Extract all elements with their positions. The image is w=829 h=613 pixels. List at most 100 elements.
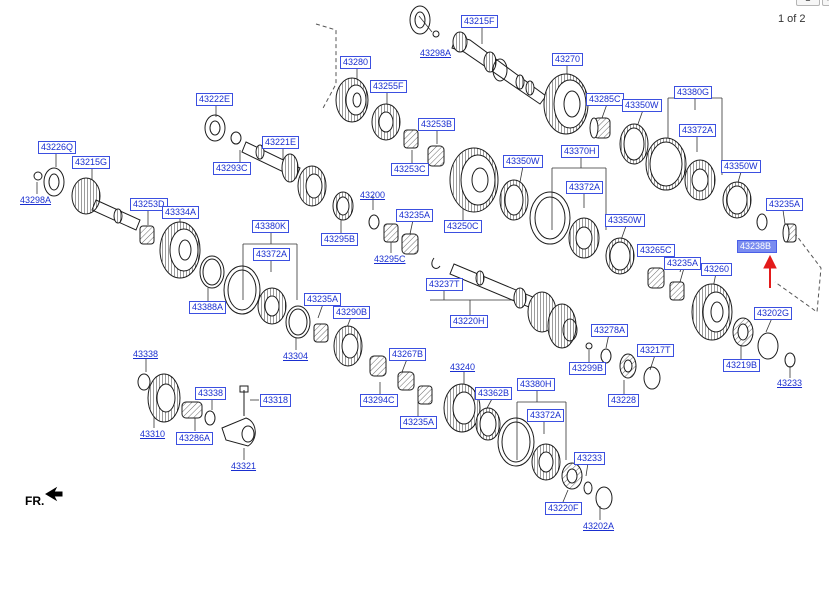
lever-43321 <box>221 417 256 447</box>
callout-43298A[interactable]: 43298A <box>420 48 452 58</box>
sleeve-43380K <box>223 265 311 339</box>
callout-43250C[interactable]: 43250C <box>444 220 482 233</box>
callout-43221E[interactable]: 43221E <box>262 136 300 149</box>
callout-43380H[interactable]: 43380H <box>517 378 555 391</box>
callout-43278A[interactable]: 43278A <box>591 324 629 337</box>
callout-43233[interactable]: 43233 <box>777 378 803 388</box>
callout-43253B[interactable]: 43253B <box>418 118 456 131</box>
callout-43350W[interactable]: 43350W <box>622 99 662 112</box>
shaft-43215G <box>33 167 155 245</box>
bolt-43318 <box>239 385 249 416</box>
gear-43290B <box>313 323 363 367</box>
gear-43260 <box>691 283 733 341</box>
callout-43334A[interactable]: 43334A <box>162 206 200 219</box>
callout-43222E[interactable]: 43222E <box>196 93 234 106</box>
page-indicator: 1 of 2 <box>778 13 806 25</box>
callout-43253D[interactable]: 43253D <box>130 198 168 211</box>
callout-43253C[interactable]: 43253C <box>391 163 429 176</box>
callout-43215F[interactable]: 43215F <box>461 15 498 28</box>
callout-43372A[interactable]: 43372A <box>253 248 291 261</box>
callout-43293C[interactable]: 43293C <box>213 162 251 175</box>
callout-43321[interactable]: 43321 <box>231 461 257 471</box>
callout-43238B-highlighted[interactable]: 43238B <box>737 240 777 253</box>
shaft-43221E <box>204 114 327 207</box>
callout-43280[interactable]: 43280 <box>340 56 372 69</box>
callout-43202G[interactable]: 43202G <box>754 307 793 320</box>
callout-43220H[interactable]: 43220H <box>450 315 488 328</box>
callout-43228[interactable]: 43228 <box>608 394 640 407</box>
synchro-ring-4 <box>605 237 635 275</box>
callout-43370H[interactable]: 43370H <box>561 145 599 158</box>
callout-43267B[interactable]: 43267B <box>389 348 427 361</box>
callout-43388A[interactable]: 43388A <box>189 301 227 314</box>
callout-43237T[interactable]: 43237T <box>426 278 463 291</box>
bearing-43235A-right <box>756 213 797 243</box>
gear-43240 <box>443 383 501 441</box>
red-arrow-icon <box>763 254 777 288</box>
callout-43235A[interactable]: 43235A <box>664 257 702 270</box>
callout-43310[interactable]: 43310 <box>140 429 166 439</box>
callout-43299B[interactable]: 43299B <box>569 362 607 375</box>
callout-43235A[interactable]: 43235A <box>304 293 342 306</box>
next-page-button[interactable]: ▼ <box>822 0 829 6</box>
gear-43250C <box>449 147 499 213</box>
callout-43255F[interactable]: 43255F <box>370 80 407 93</box>
callout-43240[interactable]: 43240 <box>450 362 476 372</box>
washers-43278A <box>585 342 661 390</box>
shaft-43220H <box>431 257 578 349</box>
callout-43202A[interactable]: 43202A <box>583 521 615 531</box>
callout-43226Q[interactable]: 43226Q <box>38 141 77 154</box>
prev-page-button[interactable]: ▲ <box>796 0 820 6</box>
gear-43270 <box>543 73 589 135</box>
sleeve-43370H <box>529 191 600 259</box>
callout-43286A[interactable]: 43286A <box>176 432 214 445</box>
callout-43318[interactable]: 43318 <box>260 394 292 407</box>
bearing-43267B <box>369 355 433 405</box>
callout-43372A[interactable]: 43372A <box>566 181 604 194</box>
callout-43295B[interactable]: 43295B <box>321 233 359 246</box>
direction-label: FR. <box>25 494 45 508</box>
callout-43350W[interactable]: 43350W <box>721 160 761 173</box>
callout-43350W[interactable]: 43350W <box>503 155 543 168</box>
callout-43290B[interactable]: 43290B <box>333 306 371 319</box>
bearing-43219B <box>732 317 796 368</box>
callout-43233[interactable]: 43233 <box>574 452 606 465</box>
callout-43294C[interactable]: 43294C <box>360 394 398 407</box>
washers-43200 <box>332 191 419 255</box>
callout-43219B[interactable]: 43219B <box>723 359 761 372</box>
callout-43260[interactable]: 43260 <box>701 263 733 276</box>
fr-arrow-icon <box>45 486 63 502</box>
callout-43338[interactable]: 43338 <box>195 387 227 400</box>
callout-43265C[interactable]: 43265C <box>637 244 675 257</box>
callout-43350W[interactable]: 43350W <box>605 214 645 227</box>
callout-43380G[interactable]: 43380G <box>674 86 713 99</box>
callout-43372A[interactable]: 43372A <box>679 124 717 137</box>
bearing-43265C <box>647 267 685 301</box>
callout-43304[interactable]: 43304 <box>283 351 309 361</box>
callout-43220F[interactable]: 43220F <box>545 502 582 515</box>
callout-43235A[interactable]: 43235A <box>766 198 804 211</box>
callout-43372A[interactable]: 43372A <box>527 409 565 422</box>
callout-43235A[interactable]: 43235A <box>400 416 438 429</box>
callout-43298A[interactable]: 43298A <box>20 195 52 205</box>
sleeve-43380G <box>645 137 716 201</box>
callout-43235A[interactable]: 43235A <box>396 209 434 222</box>
callout-43380K[interactable]: 43380K <box>252 220 290 233</box>
synchro-ring-1 <box>619 123 649 165</box>
callout-43295C[interactable]: 43295C <box>374 254 406 264</box>
gear-43310 <box>137 373 216 426</box>
callout-43215G[interactable]: 43215G <box>72 156 111 169</box>
sleeve-43380H <box>497 417 613 510</box>
gear-43255F <box>371 103 401 141</box>
input-shaft-top <box>409 5 547 105</box>
callout-43217T[interactable]: 43217T <box>637 344 674 357</box>
ring-43388A <box>199 255 225 289</box>
callout-43338[interactable]: 43338 <box>133 349 159 359</box>
callout-43362B[interactable]: 43362B <box>475 387 513 400</box>
callout-43285C[interactable]: 43285C <box>586 93 624 106</box>
dashed-outline <box>315 23 822 313</box>
callout-43200[interactable]: 43200 <box>360 190 386 200</box>
callout-43270[interactable]: 43270 <box>552 53 584 66</box>
gear-43334A <box>159 221 201 279</box>
